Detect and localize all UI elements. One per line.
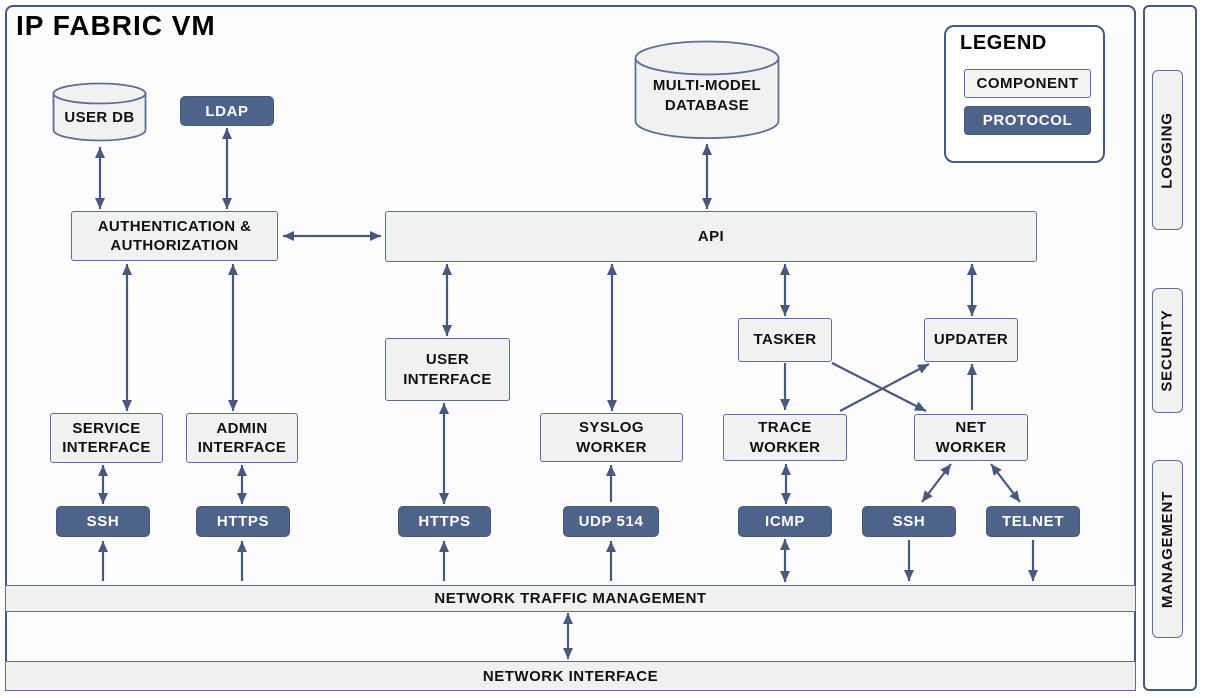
component-updater: UPDATER	[924, 318, 1018, 362]
database-cylinder-icon	[52, 82, 147, 142]
bar-network-interface: NETWORK INTERFACE	[5, 661, 1136, 691]
protocol-icmp: ICMP	[738, 506, 832, 537]
protocol-ssh-service: SSH	[56, 506, 150, 537]
component-user-interface: USER INTERFACE	[385, 338, 510, 401]
protocol-https-admin: HTTPS	[196, 506, 290, 537]
legend-protocol-sample: PROTOCOL	[964, 106, 1091, 135]
protocol-telnet: TELNET	[986, 506, 1080, 537]
component-label: MULTI-MODEL DATABASE	[652, 77, 762, 115]
page-title: IP FABRIC VM	[16, 10, 216, 41]
sidebar-item-management: MANAGEMENT	[1152, 460, 1183, 638]
component-api: API	[385, 211, 1037, 262]
sidebar-item-logging: LOGGING	[1152, 70, 1183, 230]
component-label: USER DB	[64, 109, 135, 126]
component-syslog-worker: SYSLOG WORKER	[540, 413, 683, 462]
component-service-interface: SERVICE INTERFACE	[50, 413, 163, 463]
protocol-ssh-net: SSH	[862, 506, 956, 537]
component-trace-worker: TRACE WORKER	[723, 414, 847, 461]
sidebar-label: LOGGING	[1159, 111, 1176, 189]
component-user-db: USER DB	[52, 82, 147, 142]
component-authentication-authorization: AUTHENTICATION & AUTHORIZATION	[71, 211, 278, 261]
component-tasker: TASKER	[738, 318, 832, 362]
legend-component-sample: COMPONENT	[964, 69, 1091, 98]
component-net-worker: NET WORKER	[914, 414, 1028, 461]
protocol-https-user: HTTPS	[398, 506, 491, 537]
sidebar-label: MANAGEMENT	[1159, 490, 1177, 608]
bar-network-traffic-management: NETWORK TRAFFIC MANAGEMENT	[5, 585, 1136, 612]
database-cylinder-icon	[634, 40, 780, 140]
protocol-udp-514: UDP 514	[563, 506, 659, 537]
sidebar-label: SECURITY	[1159, 309, 1176, 392]
component-multi-model-database: MULTI-MODEL DATABASE	[634, 40, 780, 140]
component-admin-interface: ADMIN INTERFACE	[186, 413, 298, 463]
protocol-ldap: LDAP	[180, 96, 274, 126]
sidebar-item-security: SECURITY	[1152, 288, 1183, 413]
legend-title: LEGEND	[960, 32, 1047, 54]
